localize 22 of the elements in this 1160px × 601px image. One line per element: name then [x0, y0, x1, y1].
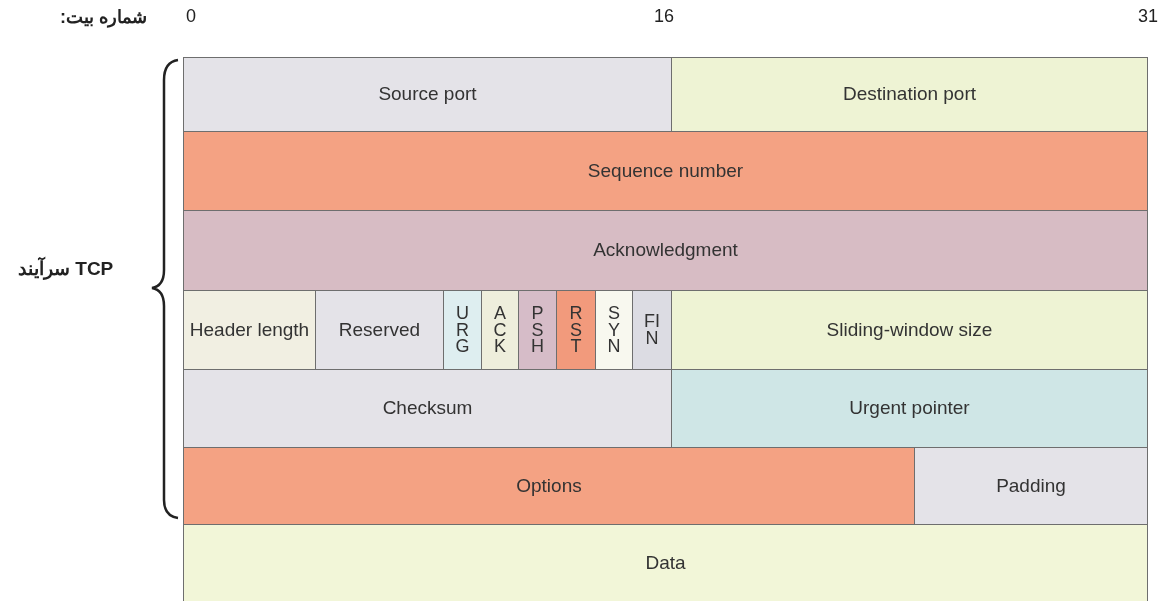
bit-number: 31 [1138, 6, 1159, 27]
header-field: Reserved [315, 290, 444, 370]
flag-field: SYN [595, 290, 633, 370]
header-field: Header length [183, 290, 316, 370]
bit-number: 16 [654, 6, 675, 27]
header-field: Sliding-window size [671, 290, 1148, 370]
flag-field: PSH [518, 290, 557, 370]
flag-field: FIN [632, 290, 672, 370]
header-field: Sequence number [183, 131, 1148, 211]
header-field: Options [183, 447, 915, 525]
header-field: Data [183, 524, 1148, 601]
flag-field: ACK [481, 290, 519, 370]
header-field: Checksum [183, 369, 672, 448]
header-field: Destination port [671, 57, 1148, 132]
flag-field: URG [443, 290, 482, 370]
header-field: Padding [914, 447, 1148, 525]
header-field: Urgent pointer [671, 369, 1148, 448]
header-field: Acknowledgment [183, 210, 1148, 291]
flag-field: RST [556, 290, 596, 370]
axis-title: شماره بیت: [60, 6, 147, 28]
bit-number: 0 [186, 6, 196, 27]
header-field: Source port [183, 57, 672, 132]
